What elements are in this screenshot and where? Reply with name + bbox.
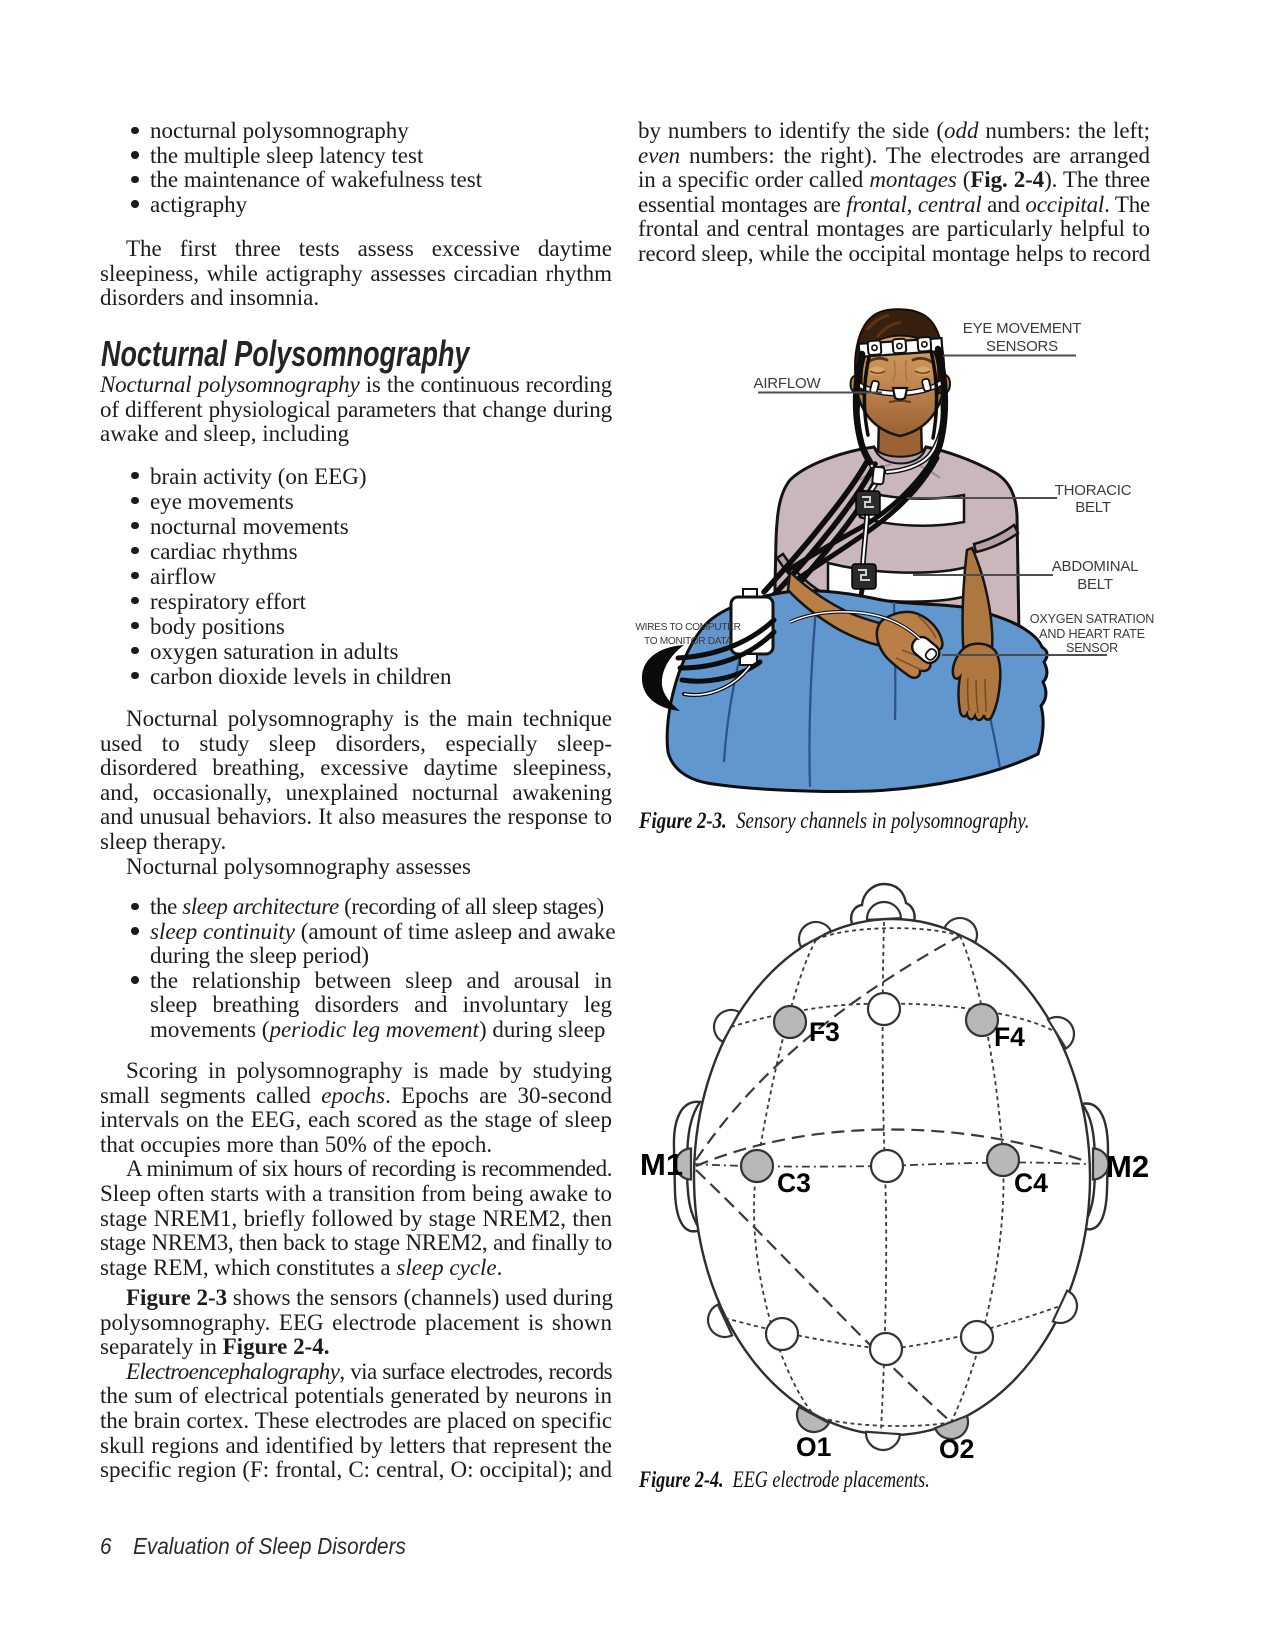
svg-text:TO MONITOR DATA: TO MONITOR DATA xyxy=(644,636,733,647)
svg-text:C4: C4 xyxy=(1014,1168,1048,1198)
svg-text:ABDOMINAL: ABDOMINAL xyxy=(1052,558,1139,575)
svg-text:BELT: BELT xyxy=(1075,499,1111,516)
svg-text:AND HEART RATE: AND HEART RATE xyxy=(1039,627,1145,641)
svg-text:WIRES TO COMPUTER: WIRES TO COMPUTER xyxy=(635,622,740,633)
svg-text:M2: M2 xyxy=(1106,1149,1149,1184)
svg-text:THORACIC: THORACIC xyxy=(1055,482,1132,499)
svg-text:M1: M1 xyxy=(640,1147,683,1182)
svg-text:AIRFLOW: AIRFLOW xyxy=(754,375,822,392)
svg-text:SENSORS: SENSORS xyxy=(986,338,1058,355)
svg-text:EYE MOVEMENT: EYE MOVEMENT xyxy=(963,320,1081,337)
svg-text:F4: F4 xyxy=(994,1022,1025,1052)
svg-text:SENSOR: SENSOR xyxy=(1066,641,1118,655)
svg-text:OXYGEN SATRATION: OXYGEN SATRATION xyxy=(1030,612,1154,626)
svg-text:F3: F3 xyxy=(809,1017,840,1047)
svg-text:O2: O2 xyxy=(939,1434,974,1464)
svg-text:BELT: BELT xyxy=(1077,576,1113,593)
svg-text:O1: O1 xyxy=(796,1432,831,1462)
svg-text:C3: C3 xyxy=(777,1168,811,1198)
